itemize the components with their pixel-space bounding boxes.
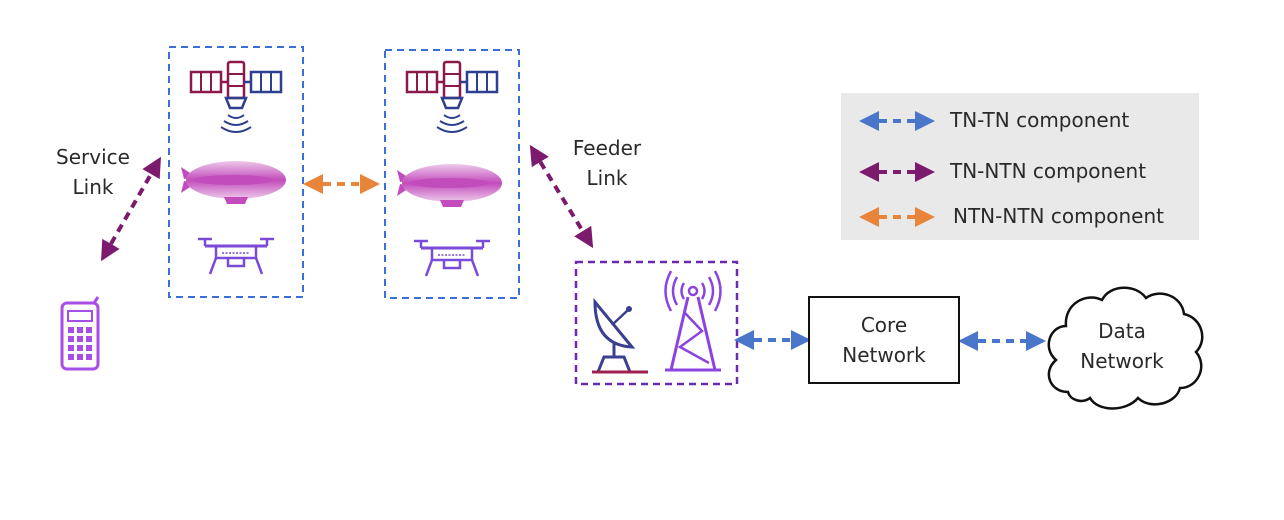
ground-station-box [574, 260, 739, 386]
core-network-box [808, 296, 960, 384]
service-link-label: Service Link [40, 142, 146, 202]
drone-icon [198, 237, 274, 275]
satellite-icon [189, 60, 283, 133]
airship-icon [397, 164, 502, 207]
service-link-arrow [101, 156, 161, 262]
core-network-label-line1: Core [860, 313, 908, 337]
legend-label-ntn-ntn: NTN-NTN component [953, 204, 1164, 228]
service-link-label-line1: Service [56, 145, 130, 169]
service-link-label-line2: Link [72, 175, 114, 199]
data-network-label: Data Network [1062, 316, 1182, 376]
feeder-link-arrow [529, 144, 594, 249]
ntn-box-right [384, 49, 520, 299]
ntn-box-left [168, 46, 304, 298]
core-network-label-line2: Network [842, 343, 926, 367]
feeder-link-label-line1: Feeder [572, 136, 642, 160]
core-network-label: Core Network [808, 310, 960, 370]
drone-icon [414, 239, 490, 277]
satellite-dish-icon [592, 297, 648, 374]
satellite-icon [405, 60, 499, 133]
legend-label-tn-ntn: TN-NTN component [950, 159, 1147, 183]
cell-tower-icon [664, 270, 722, 372]
data-network-label-line2: Network [1080, 349, 1164, 373]
feeder-link-label: Feeder Link [556, 133, 658, 193]
legend-label-tn-tn: TN-TN component [950, 108, 1130, 132]
mobile-phone-icon [60, 296, 100, 371]
feeder-link-label-line2: Link [586, 166, 628, 190]
data-network-label-line1: Data [1098, 319, 1146, 343]
cloud-icon [1047, 286, 1204, 410]
airship-icon [181, 161, 286, 204]
